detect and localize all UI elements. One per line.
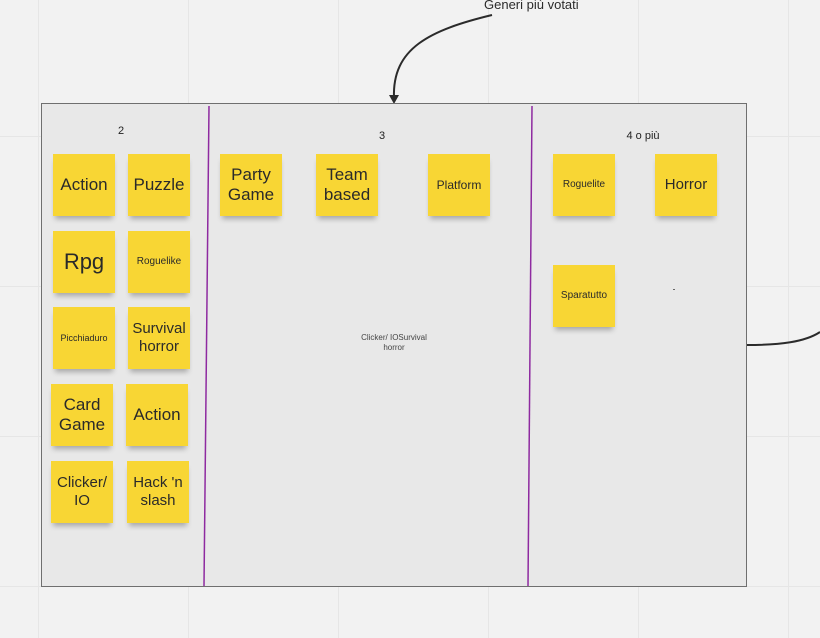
sticky-note-action-2[interactable]: Action [126, 384, 188, 446]
column-divider-1[interactable] [203, 105, 210, 587]
column-divider-2[interactable] [527, 105, 533, 587]
column-header-3: 3 [378, 130, 386, 142]
sticky-note-team-based[interactable]: Team based [316, 154, 378, 216]
sticky-note-party-game[interactable]: Party Game [220, 154, 282, 216]
arrow-head-icon [389, 95, 399, 104]
sticky-note-roguelite[interactable]: Roguelite [553, 154, 615, 216]
sticky-note-platform[interactable]: Platform [428, 154, 490, 216]
sticky-note-sparatutto[interactable]: Sparatutto [553, 265, 615, 327]
sticky-note-horror[interactable]: Horror [655, 154, 717, 216]
sticky-note-hack-n-slash[interactable]: Hack 'n slash [127, 461, 189, 523]
sticky-note-card-game[interactable]: Card Game [51, 384, 113, 446]
sticky-note-puzzle[interactable]: Puzzle [128, 154, 190, 216]
sticky-note-survival-horror[interactable]: Survival horror [128, 307, 190, 369]
frame-title[interactable]: Generi più votati [484, 0, 579, 12]
free-text-clicker-survival[interactable]: Clicker/ IOSurvival horror [361, 333, 427, 353]
sticky-note-rpg[interactable]: Rpg [53, 231, 115, 293]
sticky-note-clicker-io[interactable]: Clicker/ IO [51, 461, 113, 523]
sticky-note-picchiaduro[interactable]: Picchiaduro [53, 307, 115, 369]
arrow-connector[interactable] [392, 14, 493, 99]
right-connector[interactable] [746, 331, 820, 346]
sticky-note-roguelike[interactable]: Roguelike [128, 231, 190, 293]
column-header-4-or-more: 4 o più [626, 130, 660, 142]
stray-dot [673, 289, 675, 290]
sticky-note-action[interactable]: Action [53, 154, 115, 216]
column-header-2: 2 [117, 125, 125, 137]
